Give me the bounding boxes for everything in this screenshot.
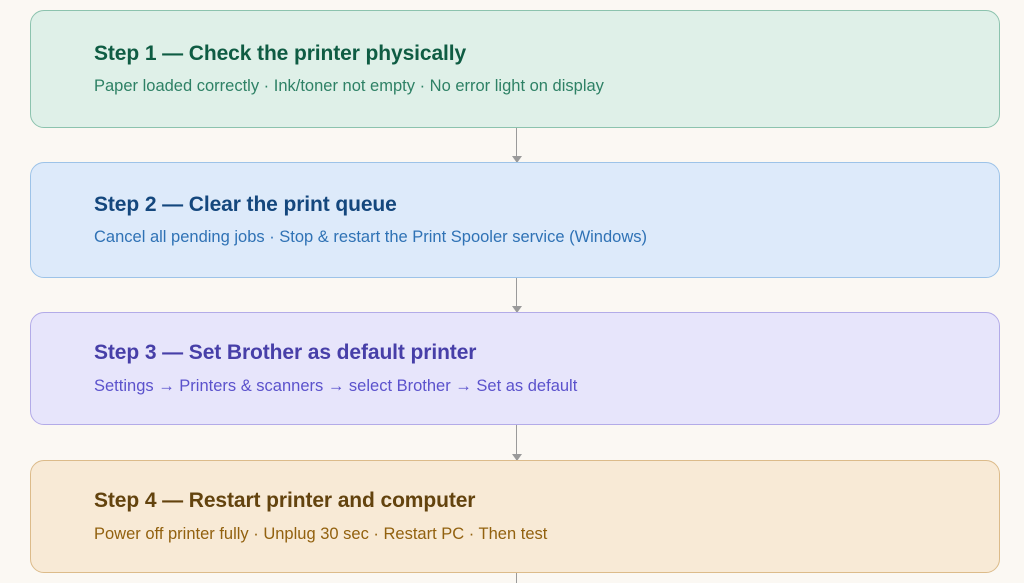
step-4-description: Power off printer fully · Unplug 30 sec … [94,524,548,543]
connector-line [516,425,518,460]
connector-step-1-to-step-2 [511,128,523,163]
step-2-title: Step 2 — Clear the print queue [94,192,397,216]
connector-line [516,128,518,162]
step-3-title: Step 3 — Set Brother as default printer [94,341,477,365]
step-2-description: Cancel all pending jobs · Stop & restart… [94,228,647,247]
step-card-4[interactable]: Step 4 — Restart printer and computer Po… [30,460,1000,573]
step-1-title: Step 1 — Check the printer physically [94,41,467,65]
connector-line [516,278,518,312]
connector-step-3-to-step-4 [511,425,523,461]
connector-line [516,573,518,583]
step-card-1[interactable]: Step 1 — Check the printer physically Pa… [30,10,1000,128]
connector-step-2-to-step-3 [511,278,523,313]
step-4-title: Step 4 — Restart printer and computer [94,489,476,513]
connector-step-4-to-next [511,573,523,583]
step-3-description: Settings → Printers & scanners → select … [94,376,578,395]
step-card-2[interactable]: Step 2 — Clear the print queue Cancel al… [30,162,1000,278]
step-card-3[interactable]: Step 3 — Set Brother as default printer … [30,312,1000,425]
step-1-description: Paper loaded correctly · Ink/toner not e… [94,77,604,96]
